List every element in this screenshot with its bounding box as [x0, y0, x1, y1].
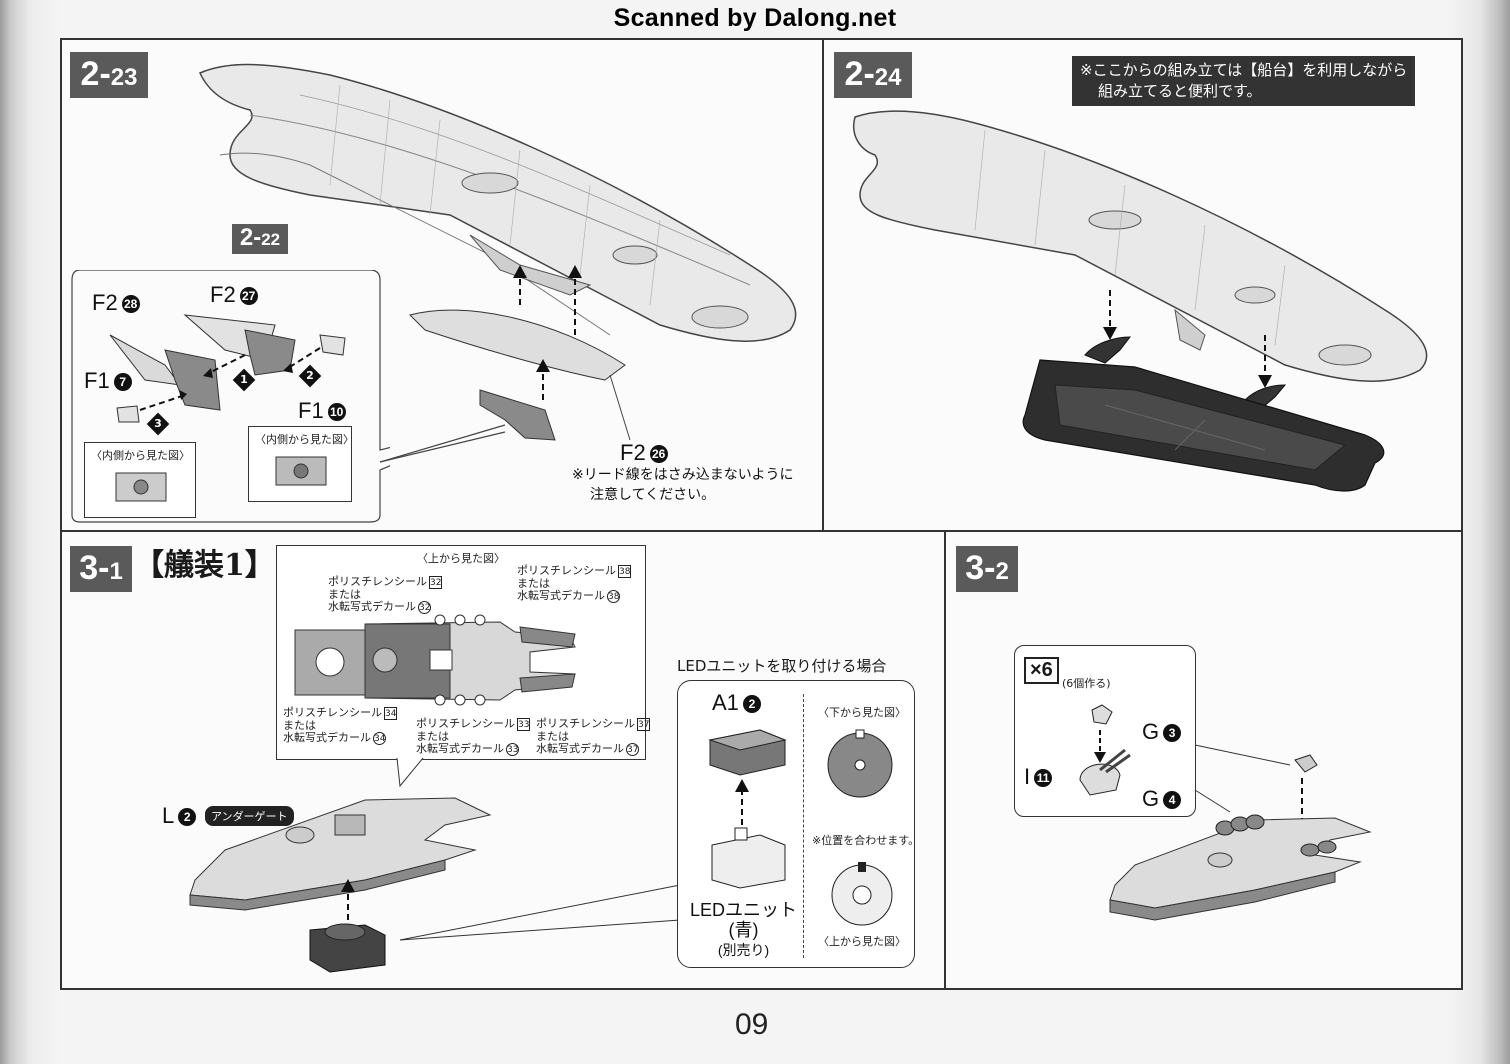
led-inset-divider	[803, 694, 804, 958]
led-heading: LEDユニットを取り付ける場合	[677, 657, 887, 675]
led-pointer-line	[399, 884, 681, 941]
lead-wire-note: ※リード線をはさみ込まないように 注意してください。	[572, 467, 794, 503]
led-bottom-view-sketch	[827, 729, 893, 798]
make-count-label: (6個作る)	[1062, 677, 1111, 690]
ship-hull-illustration	[199, 63, 797, 342]
ref-step-2-22: 2-22	[232, 224, 288, 254]
divider-vertical-bottom	[944, 530, 946, 990]
step-number-2-23: 2-23	[70, 52, 148, 98]
ship-on-stand-illustration	[853, 110, 1428, 492]
page-number: 09	[735, 1008, 769, 1041]
led-unit-label: LEDユニット (青) (別売り)	[690, 900, 798, 958]
step-number-2-24: 2-24	[834, 52, 912, 98]
inside-view-sketch-2	[275, 456, 327, 486]
lower-hull-parts-illustration	[409, 265, 631, 441]
inside-view-inset-1: 〈内側から見た図〉	[84, 442, 196, 518]
order-marker-2: 2	[298, 364, 322, 388]
align-note: ※位置を合わせます。	[812, 834, 920, 847]
divider-horizontal	[60, 530, 1463, 532]
inside-view-inset-2: 〈内側から見た図〉	[248, 426, 354, 502]
turret-parts-sketch	[1079, 704, 1131, 796]
top-view-label-led: 〈上から見た図〉	[818, 935, 906, 948]
deck-top-view-sketch	[294, 614, 576, 706]
divider-vertical-top	[822, 38, 824, 532]
deck-assembly-illustration	[189, 797, 492, 973]
bottom-view-label: 〈下から見た図〉	[818, 706, 906, 719]
order-marker-1: 1	[232, 368, 256, 392]
led-unit-illustration	[708, 729, 787, 889]
watermark: Scanned by Dalong.net	[613, 4, 897, 32]
step-title-outfitting: 【艤装1】	[134, 548, 275, 583]
undergate-badge: アンダーゲート	[205, 806, 294, 826]
step-number-3-2: 3-2	[956, 546, 1018, 592]
order-marker-3: 3	[146, 412, 170, 436]
deck-with-turrets-illustration	[1109, 754, 1372, 921]
led-top-view-sketch	[831, 862, 893, 926]
turret-install-pointer	[1194, 744, 1291, 813]
inside-view-sketch-1	[115, 472, 167, 502]
bridge-parts-illustration	[109, 314, 346, 423]
multiplier-badge: ×6	[1024, 657, 1059, 684]
stand-usage-notice: ※ここからの組み立ては【船台】を利用しながら 組み立てると便利です。	[1072, 56, 1416, 106]
top-view-callout-tail	[396, 758, 424, 788]
step-number-3-1: 3-1	[70, 546, 132, 592]
callout-pointer	[379, 424, 506, 463]
callout-outline	[71, 270, 390, 523]
